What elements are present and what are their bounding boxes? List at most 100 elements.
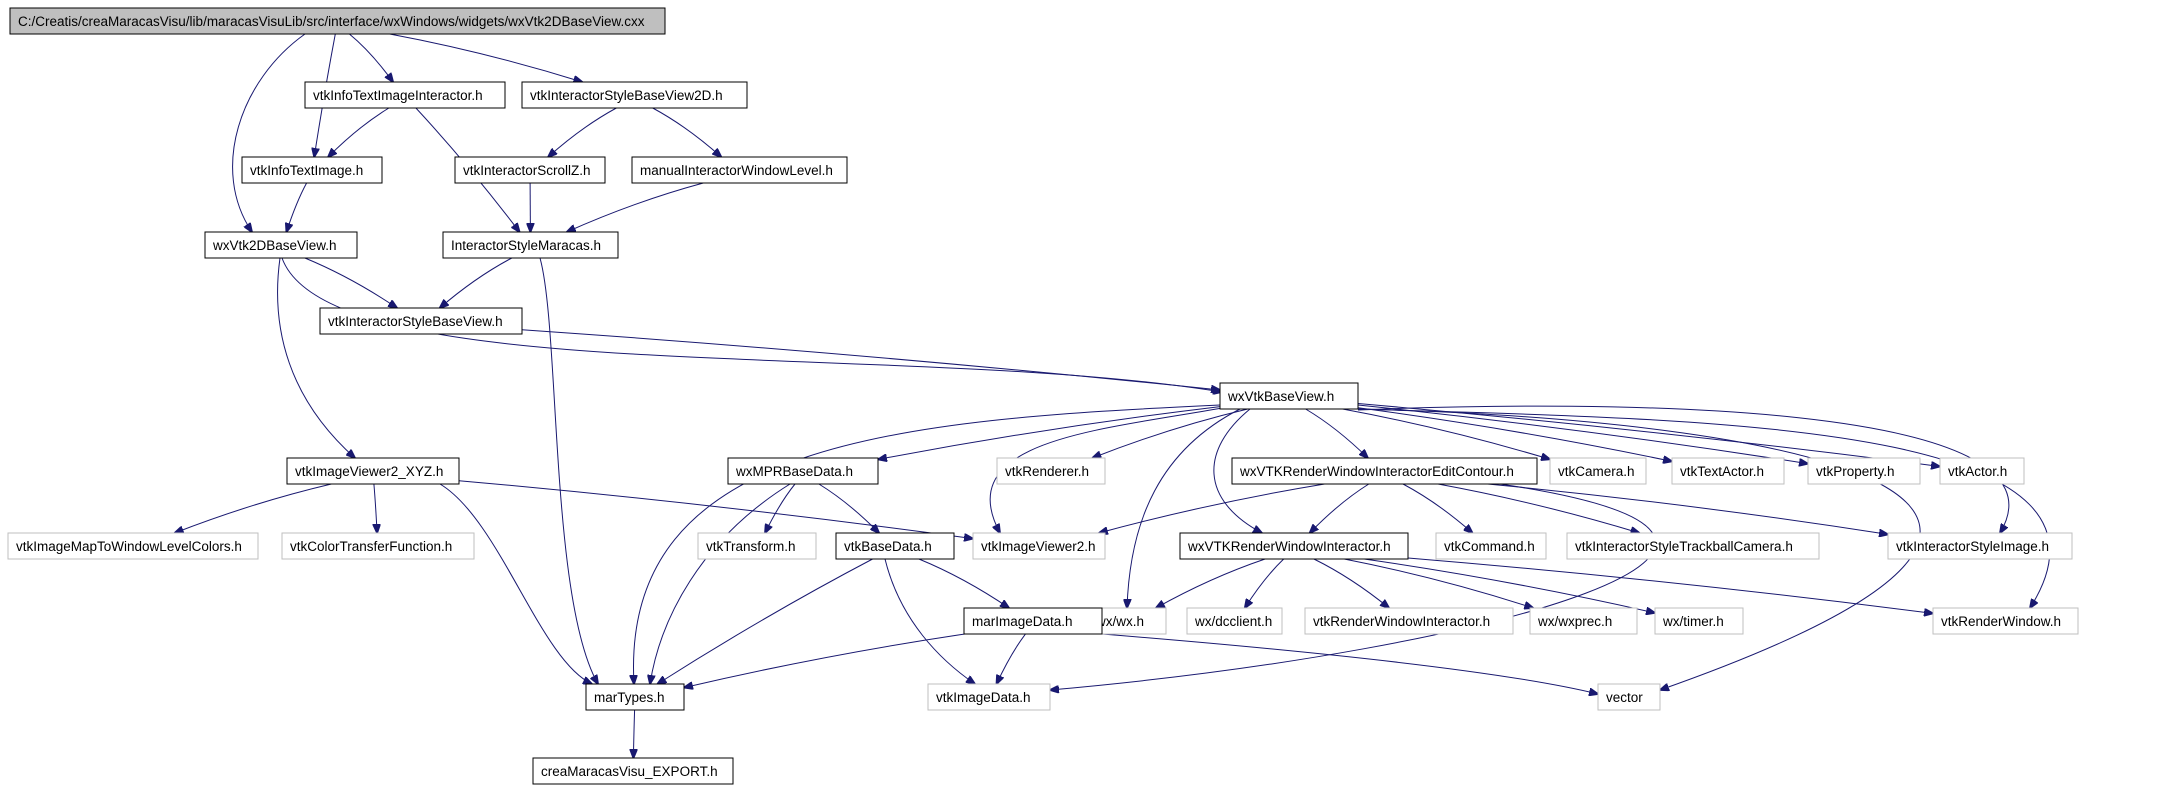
node-manualInteractorWindowLevel[interactable]: manualInteractorWindowLevel.h [631,156,848,184]
edge-wxVTKRenderWindowInteractorEditContour-to-vtkImageData [1050,483,1657,690]
edge-vtkBaseData-to-marImageData [918,558,1009,608]
node-vtkCamera: vtkCamera.h [1549,457,1647,485]
node-box [835,532,955,560]
nodes-layer: C:/Creatis/creaMaracasVisu/lib/maracasVi… [7,7,2079,785]
edge-wxVTKRenderWindowInteractorEditContour-to-wxVTKRenderWindowInteractor [1310,483,1370,533]
node-label: vtkInteractorScrollZ.h [463,163,591,178]
edge-wxMPRBaseData-to-vtkTransform [765,483,796,533]
edge-vtkBaseData-to-vtkImageData [884,558,975,684]
node-box [1807,457,1921,485]
node-vtkProperty: vtkProperty.h [1807,457,1921,485]
node-label: wxMPRBaseData.h [735,464,853,479]
node-vtkInteractorStyleTrackballCamera: vtkInteractorStyleTrackballCamera.h [1566,532,1820,560]
edge-vtkInteractorStyleBaseView2D-to-vtkInteractorScrollZ [548,107,617,157]
node-label: wxVTKRenderWindowInteractor.h [1187,539,1391,554]
node-label: vtkImageMapToWindowLevelColors.h [16,539,242,554]
node-vtkInteractorStyleImage: vtkInteractorStyleImage.h [1887,532,2073,560]
node-box [286,457,460,485]
node-vector: vector [1597,683,1661,711]
node-box [204,231,358,259]
node-vtkInfoTextImage[interactable]: vtkInfoTextImage.h [241,156,383,184]
node-box [963,607,1103,635]
node-box [319,307,523,335]
node-wxVtkBaseView[interactable]: wxVtkBaseView.h [1219,382,1359,410]
node-box [281,532,475,560]
node-label: vector [1606,690,1643,705]
node-label: vtkRenderWindowInteractor.h [1313,614,1490,629]
node-box [9,7,666,35]
node-InteractorStyleMaracas[interactable]: InteractorStyleMaracas.h [442,231,619,259]
node-wxwxprec: wx/wxprec.h [1529,607,1638,635]
node-vtkRenderWindow: vtkRenderWindow.h [1932,607,2079,635]
edge-wxVTKRenderWindowInteractor-to-wxwxprec [1344,558,1533,608]
node-box [442,231,619,259]
edge-wxVtkBaseView-to-wxMPRBaseData [878,406,1221,460]
edge-root-to-wxVtk2DBaseView [232,33,306,232]
node-label: vtkRenderWindow.h [1941,614,2061,629]
edge-wxVtkBaseView-to-wxVTKRenderWindowInteractor [1213,408,1262,533]
node-wxVtk2DBaseView[interactable]: wxVtk2DBaseView.h [204,231,358,259]
node-vtkImageViewer2_XYZ[interactable]: vtkImageViewer2_XYZ.h [286,457,460,485]
node-label: vtkInteractorStyleBaseView2D.h [530,88,723,103]
node-box [1179,532,1409,560]
node-vtkTextActor: vtkTextActor.h [1671,457,1785,485]
node-label: vtkInteractorStyleImage.h [1896,539,2049,554]
node-box [727,457,879,485]
node-box [521,81,748,109]
node-vtkTransform: vtkTransform.h [697,532,817,560]
node-box [1304,607,1514,635]
edge-vtkImageViewer2_XYZ-to-marTypes [439,483,592,684]
edge-InteractorStyleMaracas-to-marTypes [539,257,598,684]
edge-vtkInfoTextImageInteractor-to-vtkInfoTextImage [328,107,390,157]
node-vtkColorTransferFunction: vtkColorTransferFunction.h [281,532,475,560]
node-box [241,156,383,184]
node-box [1186,607,1283,635]
node-box [1939,457,2025,485]
node-wxVTKRenderWindowInteractorEditContour[interactable]: wxVTKRenderWindowInteractorEditContour.h [1231,457,1538,485]
node-label: vtkInfoTextImage.h [250,163,363,178]
edges-layer [175,33,2051,758]
node-wxVTKRenderWindowInteractor[interactable]: wxVTKRenderWindowInteractor.h [1179,532,1409,560]
node-label: vtkCommand.h [1444,539,1535,554]
node-label: vtkActor.h [1948,464,2007,479]
node-box [1887,532,2073,560]
edge-wxVtkBaseView-to-vtkImageViewer2 [989,407,1223,533]
node-label: wx/wxprec.h [1537,614,1612,629]
node-label: vtkRenderer.h [1005,464,1089,479]
node-marImageData[interactable]: marImageData.h [963,607,1103,635]
node-vtkInteractorScrollZ[interactable]: vtkInteractorScrollZ.h [454,156,606,184]
node-label: vtkImageViewer2_XYZ.h [295,464,443,479]
node-root[interactable]: C:/Creatis/creaMaracasVisu/lib/maracasVi… [9,7,666,35]
node-label: vtkTransform.h [706,539,796,554]
node-box [1671,457,1785,485]
node-wxMPRBaseData[interactable]: wxMPRBaseData.h [727,457,879,485]
node-label: vtkImageViewer2.h [981,539,1096,554]
edge-vtkInfoTextImage-to-wxVtk2DBaseView [286,182,308,232]
edge-wxVTKRenderWindowInteractor-to-wxtimer [1364,558,1655,613]
node-vtkRenderer: vtkRenderer.h [996,457,1106,485]
node-vtkInteractorStyleBaseView[interactable]: vtkInteractorStyleBaseView.h [319,307,523,335]
node-label: wxVtkBaseView.h [1227,389,1334,404]
node-vtkInfoTextImageInteractor[interactable]: vtkInfoTextImageInteractor.h [304,81,506,109]
node-creaMaracasVisu_EXPORT[interactable]: creaMaracasVisu_EXPORT.h [532,757,734,785]
node-box [996,457,1106,485]
edge-root-to-vtkInteractorStyleBaseView2D [389,33,583,82]
edge-wxVTKRenderWindowInteractorEditContour-to-vtkInteractorStyleTrackballCamera [1437,483,1640,533]
edge-wxVTKRenderWindowInteractor-to-vtkRenderWindow [1407,557,1933,613]
node-box [1529,607,1638,635]
node-marTypes[interactable]: marTypes.h [585,683,685,711]
edge-vtkBaseData-to-marTypes [657,558,873,684]
node-vtkBaseData[interactable]: vtkBaseData.h [835,532,955,560]
node-vtkInteractorStyleBaseView2D[interactable]: vtkInteractorStyleBaseView2D.h [521,81,748,109]
edge-marImageData-to-marTypes [684,633,965,688]
edge-vtkInteractorStyleBaseView-to-wxVtkBaseView [521,329,1220,390]
edge-wxVTKRenderWindowInteractor-to-vtkRenderWindowInteractor [1313,558,1389,608]
node-box [454,156,606,184]
edge-wxVTKRenderWindowInteractor-to-wxwx [1156,558,1266,608]
edge-vtkImageViewer2_XYZ-to-vtkImageViewer2 [458,480,973,539]
node-label: vtkImageData.h [936,690,1031,705]
node-box [1549,457,1647,485]
node-box [1231,457,1538,485]
node-label: vtkInteractorStyleTrackballCamera.h [1575,539,1793,554]
edge-wxVtk2DBaseView-to-vtkImageViewer2_XYZ [277,257,355,458]
